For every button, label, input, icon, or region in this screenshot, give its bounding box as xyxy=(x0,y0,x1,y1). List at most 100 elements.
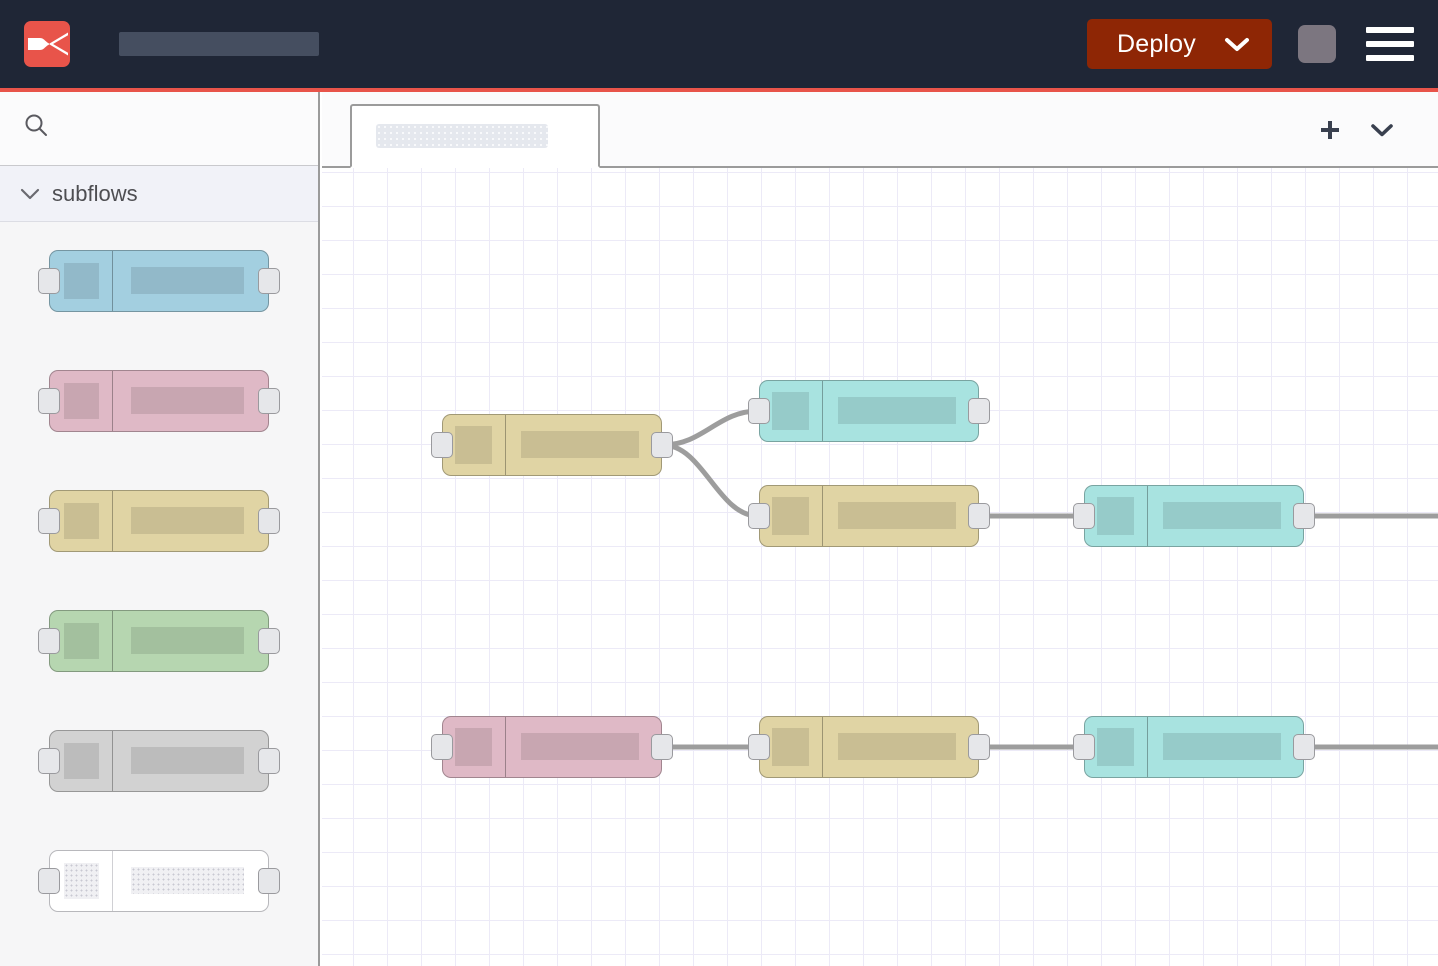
palette-node-white[interactable] xyxy=(49,850,269,912)
palette-node-label xyxy=(131,387,244,413)
palette-node-body xyxy=(49,250,269,312)
flow-node-tan-source[interactable] xyxy=(442,414,662,476)
flow-canvas[interactable] xyxy=(322,168,1438,966)
node-input-port[interactable] xyxy=(38,628,60,654)
node-output-port[interactable] xyxy=(968,503,990,529)
flow-node-cyan-top[interactable] xyxy=(759,380,979,442)
chevron-down-icon[interactable] xyxy=(1224,36,1250,52)
hamburger-menu-icon[interactable] xyxy=(1366,27,1414,61)
deploy-button[interactable]: Deploy xyxy=(1087,19,1272,69)
flow-node-cyan-bottom[interactable] xyxy=(1084,716,1304,778)
palette-node-label xyxy=(131,627,244,653)
node-output-port[interactable] xyxy=(968,398,990,424)
flow-node-body xyxy=(1084,485,1304,547)
node-output-port[interactable] xyxy=(258,748,280,774)
node-input-port[interactable] xyxy=(431,432,453,458)
header-title-placeholder xyxy=(119,32,319,56)
palette-node-green[interactable] xyxy=(49,610,269,672)
node-input-port[interactable] xyxy=(38,868,60,894)
tab-bar-tools xyxy=(1308,110,1438,166)
flow-node-label xyxy=(838,733,956,761)
flow-node-label xyxy=(521,733,639,761)
palette-node-label xyxy=(131,747,244,773)
palette-sidebar: subflows xyxy=(0,92,320,966)
palette-node-body xyxy=(49,370,269,432)
flow-wire-layer xyxy=(322,168,1438,966)
node-type-icon xyxy=(64,863,99,899)
node-input-port[interactable] xyxy=(38,508,60,534)
palette-node-body xyxy=(49,730,269,792)
plus-icon xyxy=(1317,117,1343,143)
flow-node-body xyxy=(1084,716,1304,778)
palette-node-tan[interactable] xyxy=(49,490,269,552)
palette-category-label: subflows xyxy=(52,181,138,207)
node-output-port[interactable] xyxy=(968,734,990,760)
flow-node-label xyxy=(838,502,956,530)
node-output-port[interactable] xyxy=(651,432,673,458)
search-icon xyxy=(22,112,50,145)
node-output-port[interactable] xyxy=(258,868,280,894)
wire-n1-n3 xyxy=(663,445,758,516)
flow-tab-1[interactable] xyxy=(350,104,600,168)
flow-node-tan-middle[interactable] xyxy=(759,485,979,547)
flow-tab-label xyxy=(376,124,548,148)
chevron-down-icon xyxy=(1369,121,1395,139)
flow-node-body xyxy=(759,485,979,547)
palette-node-label xyxy=(131,507,244,533)
palette-node-body xyxy=(49,610,269,672)
node-output-port[interactable] xyxy=(258,388,280,414)
node-input-port[interactable] xyxy=(748,503,770,529)
flow-node-label xyxy=(521,431,639,459)
app-header: Deploy xyxy=(0,0,1438,88)
palette-node-grey[interactable] xyxy=(49,730,269,792)
node-type-icon xyxy=(772,392,808,430)
flow-node-body xyxy=(759,716,979,778)
wire-n1-n2 xyxy=(663,411,758,445)
tab-menu-button[interactable] xyxy=(1360,110,1404,150)
node-output-port[interactable] xyxy=(258,508,280,534)
node-type-icon xyxy=(455,728,491,766)
palette-node-pink[interactable] xyxy=(49,370,269,432)
node-input-port[interactable] xyxy=(38,748,60,774)
node-red-logo-icon[interactable] xyxy=(24,21,70,67)
palette-node-blue[interactable] xyxy=(49,250,269,312)
node-type-icon xyxy=(455,426,491,464)
user-avatar-icon[interactable] xyxy=(1298,25,1336,63)
node-type-icon xyxy=(1097,497,1133,535)
chevron-down-icon[interactable] xyxy=(16,187,44,201)
palette-node-body xyxy=(49,850,269,912)
node-input-port[interactable] xyxy=(748,734,770,760)
flow-node-cyan-middle[interactable] xyxy=(1084,485,1304,547)
palette-node-list xyxy=(0,222,318,912)
palette-node-label xyxy=(131,267,244,293)
node-type-icon xyxy=(772,497,808,535)
node-input-port[interactable] xyxy=(431,734,453,760)
hamburger-bar xyxy=(1366,55,1414,61)
node-type-icon xyxy=(64,263,99,299)
node-input-port[interactable] xyxy=(1073,734,1095,760)
node-input-port[interactable] xyxy=(748,398,770,424)
node-type-icon xyxy=(1097,728,1133,766)
node-output-port[interactable] xyxy=(651,734,673,760)
hamburger-bar xyxy=(1366,27,1414,33)
node-output-port[interactable] xyxy=(1293,734,1315,760)
node-type-icon xyxy=(64,743,99,779)
flow-node-tan-bottom[interactable] xyxy=(759,716,979,778)
node-output-port[interactable] xyxy=(1293,503,1315,529)
node-output-port[interactable] xyxy=(258,268,280,294)
flow-node-body xyxy=(759,380,979,442)
flow-tab-bar xyxy=(322,92,1438,168)
node-input-port[interactable] xyxy=(38,268,60,294)
palette-node-label xyxy=(131,867,244,893)
add-tab-button[interactable] xyxy=(1308,110,1352,150)
search-input[interactable] xyxy=(0,92,318,166)
flow-workspace xyxy=(322,92,1438,966)
node-input-port[interactable] xyxy=(1073,503,1095,529)
flow-node-label xyxy=(1163,733,1281,761)
node-type-icon xyxy=(64,503,99,539)
palette-category-subflows[interactable]: subflows xyxy=(0,166,318,222)
node-output-port[interactable] xyxy=(258,628,280,654)
node-input-port[interactable] xyxy=(38,388,60,414)
flow-node-rose-bottom[interactable] xyxy=(442,716,662,778)
